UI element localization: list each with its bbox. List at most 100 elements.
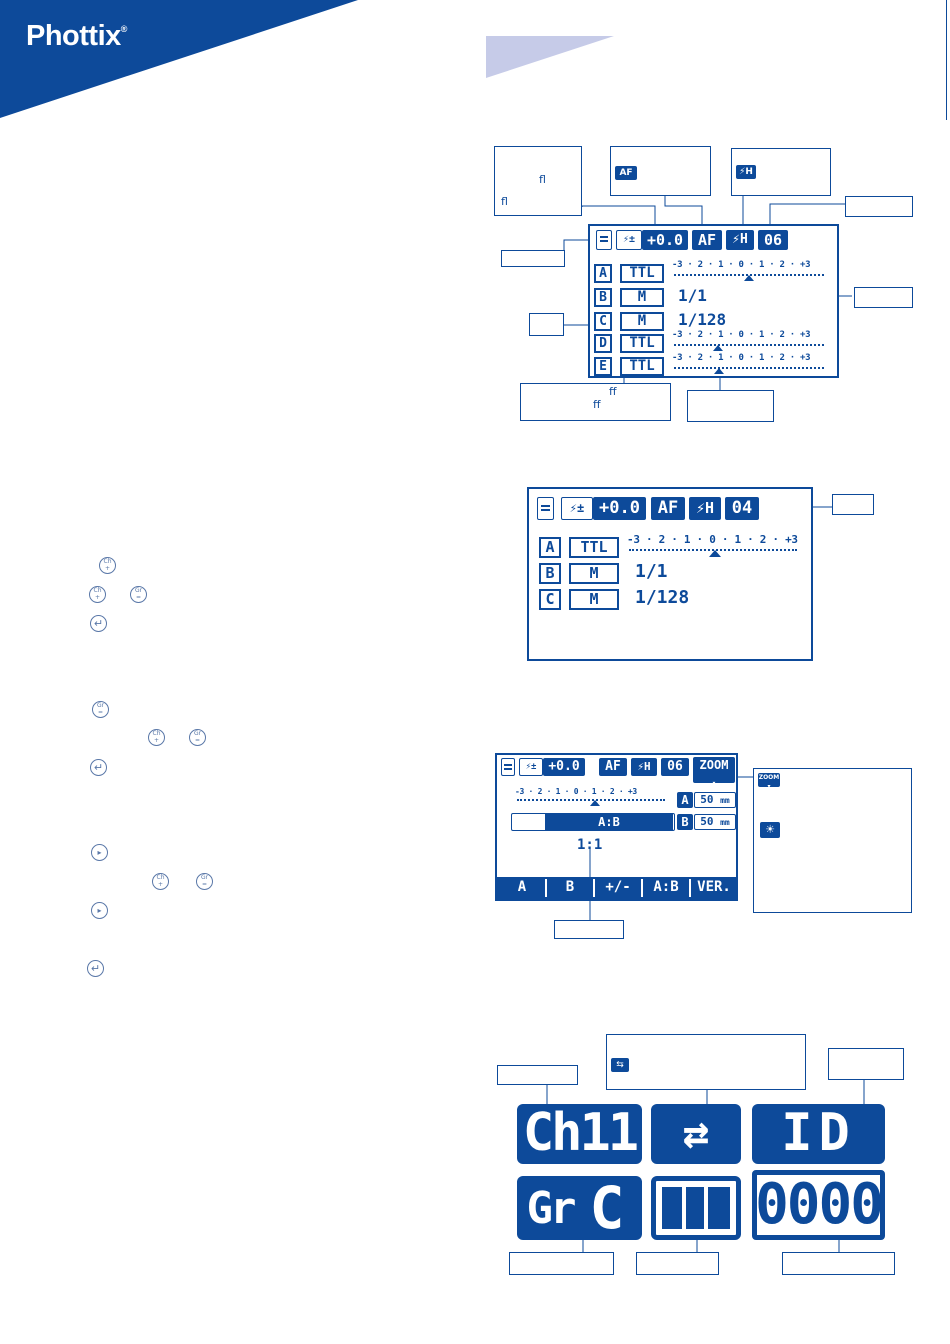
- mode-label: M: [620, 312, 664, 331]
- zoom-b-value: 50 mm: [694, 814, 736, 830]
- ev-scale: -3 · 2 · 1 · 0 · 1 · 2 · +3: [627, 533, 798, 546]
- mode-label: M: [620, 288, 664, 307]
- battery-icon: [596, 230, 612, 250]
- ch-button-icon: Ch+: [89, 586, 106, 603]
- group-label: B: [594, 288, 612, 307]
- callout-box: [782, 1252, 895, 1275]
- softkey-comp[interactable]: +/-: [605, 879, 631, 895]
- ratio-value: 1:1: [577, 837, 603, 853]
- callout-box: [832, 494, 874, 515]
- callout-box: [828, 1048, 904, 1080]
- enter-button-icon: ↵: [90, 615, 107, 632]
- ev-scale: -3 · 2 · 1 · 0 · 1 · 2 · +3: [672, 330, 811, 340]
- enter-button-icon: ↵: [90, 759, 107, 776]
- zoom-a-value: 50 mm: [694, 792, 736, 808]
- callout-box: [529, 313, 564, 336]
- lcd-screen-1: ⚡± +0.0 AF ⚡H 06 A TTL -3 · 2 · 1 · 0 · …: [588, 224, 839, 378]
- ch-button-icon: Ch+: [152, 873, 169, 890]
- ev-scale: -3 · 2 · 1 · 0 · 1 · 2 · +3: [515, 787, 637, 796]
- link-icon: ⇆: [611, 1058, 629, 1072]
- callout-box: [636, 1252, 719, 1275]
- channel-indicator: 06: [661, 758, 689, 776]
- callout-box: [501, 250, 565, 267]
- callout-box-af: AF: [610, 146, 711, 196]
- battery-icon: [501, 758, 515, 776]
- power-value: 1/128: [635, 587, 690, 608]
- callout-box: fl fl: [494, 146, 582, 216]
- channel-indicator: 06: [758, 230, 788, 250]
- battery-panel: [651, 1176, 741, 1240]
- link-panel: [651, 1104, 741, 1164]
- lcd3-callout-lines: [589, 776, 754, 920]
- mode-label: TTL: [620, 334, 664, 353]
- zoom-legend-box: ZOOM▾ ☀: [753, 768, 912, 913]
- zoom-group-b: B: [677, 814, 693, 830]
- power-value: 1/1: [635, 561, 668, 582]
- ch-button-icon: Ch+: [148, 729, 165, 746]
- mode-label: TTL: [620, 357, 664, 376]
- ev-pointer: [744, 275, 754, 281]
- group-label: C: [594, 312, 612, 331]
- softkey-ratio[interactable]: A:B: [653, 879, 679, 895]
- callout-box: [497, 1065, 578, 1085]
- id-value-panel: [752, 1170, 885, 1240]
- header-band: [0, 0, 358, 118]
- id-label: ID: [781, 1103, 856, 1163]
- callout-box: [845, 196, 913, 217]
- gr-button-icon: Gr=: [196, 873, 213, 890]
- softkey-b[interactable]: B: [565, 879, 575, 895]
- power-value: 1/128: [678, 310, 727, 329]
- battery-icon: [537, 497, 554, 520]
- group-panel: [517, 1176, 642, 1240]
- callout-box: [854, 287, 913, 308]
- softkey-version[interactable]: VER.: [697, 879, 731, 895]
- enter-button-icon: ↵: [87, 960, 104, 977]
- ev-pointer: [713, 345, 723, 351]
- flash-comp-value: +0.0: [543, 758, 585, 776]
- callout-box: [509, 1252, 614, 1275]
- group-label: Gr: [526, 1183, 577, 1234]
- group-label: C: [539, 589, 561, 610]
- power-value: 1/1: [678, 286, 707, 305]
- mode-label: M: [569, 589, 619, 610]
- lcd-screen-3: ⚡± +0.0 AF ⚡H 06 ZOOM▾ -3 · 2 · 1 · 0 · …: [495, 753, 738, 901]
- group-value: C: [589, 1174, 625, 1242]
- af-indicator: AF: [599, 758, 627, 776]
- channel-panel: [517, 1104, 642, 1164]
- zoom-group-a: A: [677, 792, 693, 808]
- callout-box: [687, 390, 774, 422]
- af-icon: AF: [615, 166, 637, 180]
- page-edge-line: [946, 0, 947, 120]
- play-button-icon: ▸: [91, 844, 108, 861]
- mode-label: TTL: [569, 537, 619, 558]
- brand-logo: Phottix®: [26, 20, 127, 52]
- link-arrows-icon: ⇄: [682, 1108, 710, 1159]
- flash-comp-value: +0.0: [642, 230, 688, 250]
- gr-button-icon: Gr=: [130, 586, 147, 603]
- light-icon: ☀: [760, 822, 780, 838]
- group-label: E: [594, 357, 612, 376]
- mode-label: TTL: [620, 264, 664, 283]
- hss-icon: ⚡H: [736, 165, 756, 179]
- ev-scale: -3 · 2 · 1 · 0 · 1 · 2 · +3: [672, 260, 811, 270]
- ch-button-icon: Ch+: [99, 557, 116, 574]
- callout-box: ff ff: [520, 383, 671, 421]
- softkey-a[interactable]: A: [517, 879, 527, 895]
- id-value: 0000: [755, 1172, 884, 1237]
- flash-comp-value: +0.0: [593, 497, 646, 520]
- flash-comp-icon: ⚡±: [616, 230, 642, 250]
- ev-scale: -3 · 2 · 1 · 0 · 1 · 2 · +3: [672, 353, 811, 363]
- callout-box: [554, 920, 624, 939]
- channel-indicator: 04: [725, 497, 759, 520]
- channel-display: Ch11: [522, 1103, 639, 1163]
- softkey-bar: [497, 877, 736, 899]
- hss-indicator: ⚡H: [631, 758, 657, 776]
- group-label: A: [594, 264, 612, 283]
- hss-indicator: ⚡H: [689, 497, 721, 520]
- ratio-bar-fill: A:B: [545, 813, 673, 831]
- zoom-icon: ZOOM▾: [758, 773, 780, 790]
- callout-box-link: ⇆: [606, 1034, 806, 1090]
- id-panel: [752, 1104, 885, 1164]
- gr-button-icon: Gr=: [92, 701, 109, 718]
- lcd-screen-2: ⚡± +0.0 AF ⚡H 04 A TTL -3 · 2 · 1 · 0 · …: [527, 487, 813, 661]
